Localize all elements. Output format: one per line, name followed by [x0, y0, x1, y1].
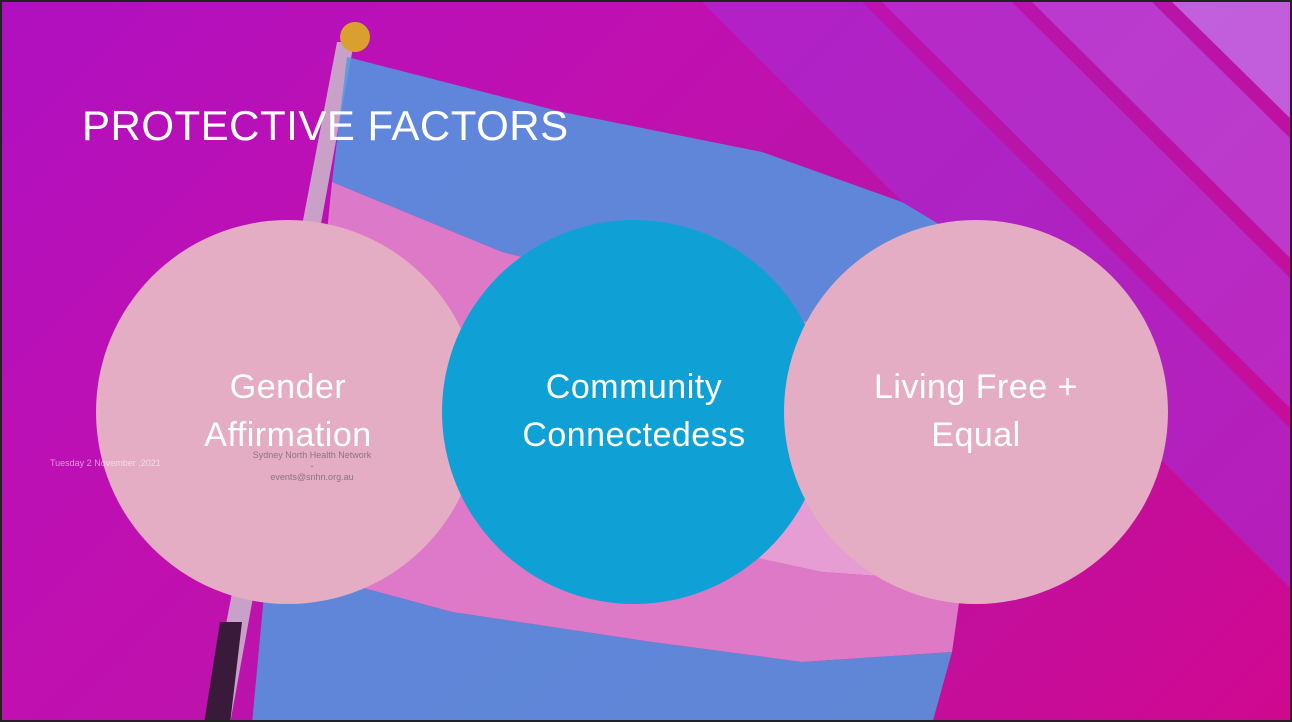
factor-circle-living-free-equal: Living Free + Equal: [784, 220, 1168, 604]
factor-circle-gender-affirmation: Gender Affirmation: [96, 220, 480, 604]
factor-circle-community-connectedness: Community Connectedess: [442, 220, 826, 604]
factor-label-line1: Gender: [229, 368, 347, 407]
footer-date: Tuesday 2 November ,2021: [50, 458, 161, 468]
footer-org-email: events@snhn.org.au: [270, 471, 354, 482]
factor-label-line2: Affirmation: [204, 416, 372, 454]
slide-title: PROTECTIVE FACTORS: [82, 102, 569, 149]
footer-organization: Sydney North Health Network - events@snh…: [252, 450, 372, 482]
factor-label-line1: Living Free +: [874, 368, 1078, 407]
factor-label-line2: Equal: [931, 416, 1021, 454]
factor-label-line2: Connectedess: [522, 416, 746, 454]
footer-org-name: Sydney North Health Network -: [252, 450, 372, 471]
factor-label-line1: Community: [545, 368, 723, 407]
